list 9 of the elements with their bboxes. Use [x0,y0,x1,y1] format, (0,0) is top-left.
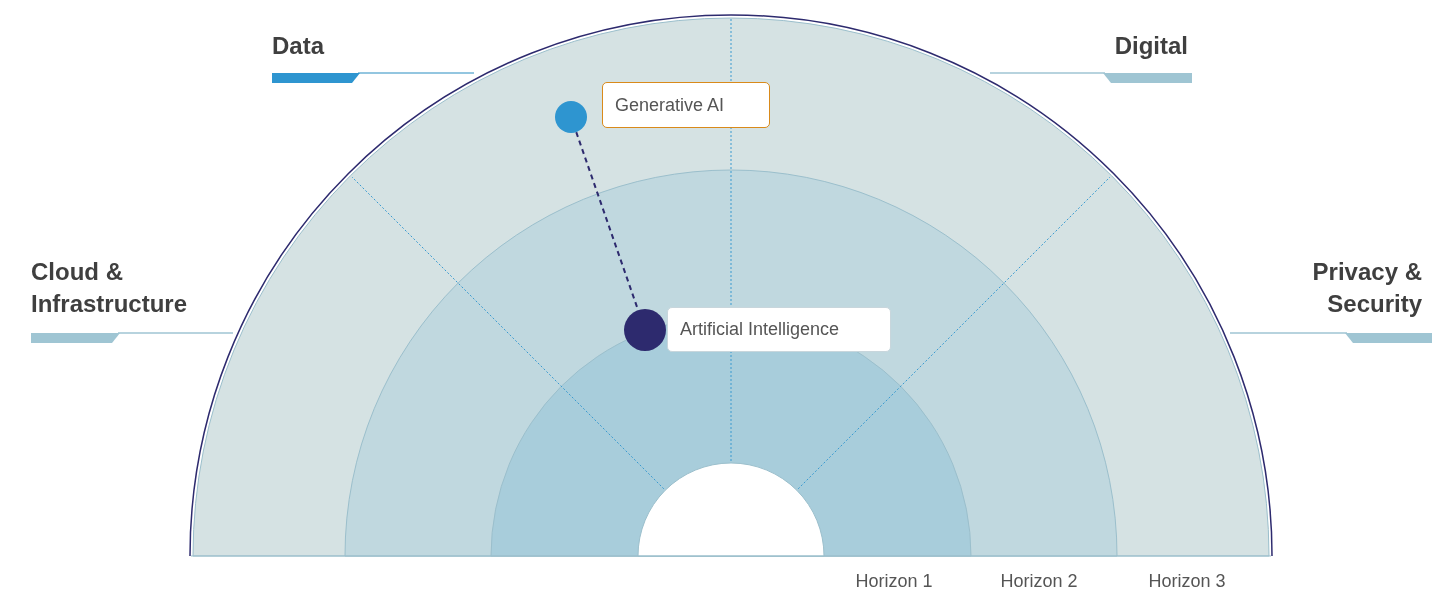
label-box: Generative AI [602,82,770,128]
category-heading: Data [272,31,325,61]
category-heading: Digital [1114,31,1188,61]
ring-label: Horizon 2 [999,570,1079,593]
ring-label: Horizon 1 [854,570,934,593]
category-heading: Privacy & Security [1311,257,1422,319]
category-heading: Cloud & Infrastructure [31,257,189,319]
label-box: Artificial Intelligence [667,307,891,352]
ring-label: Horizon 3 [1147,570,1227,593]
